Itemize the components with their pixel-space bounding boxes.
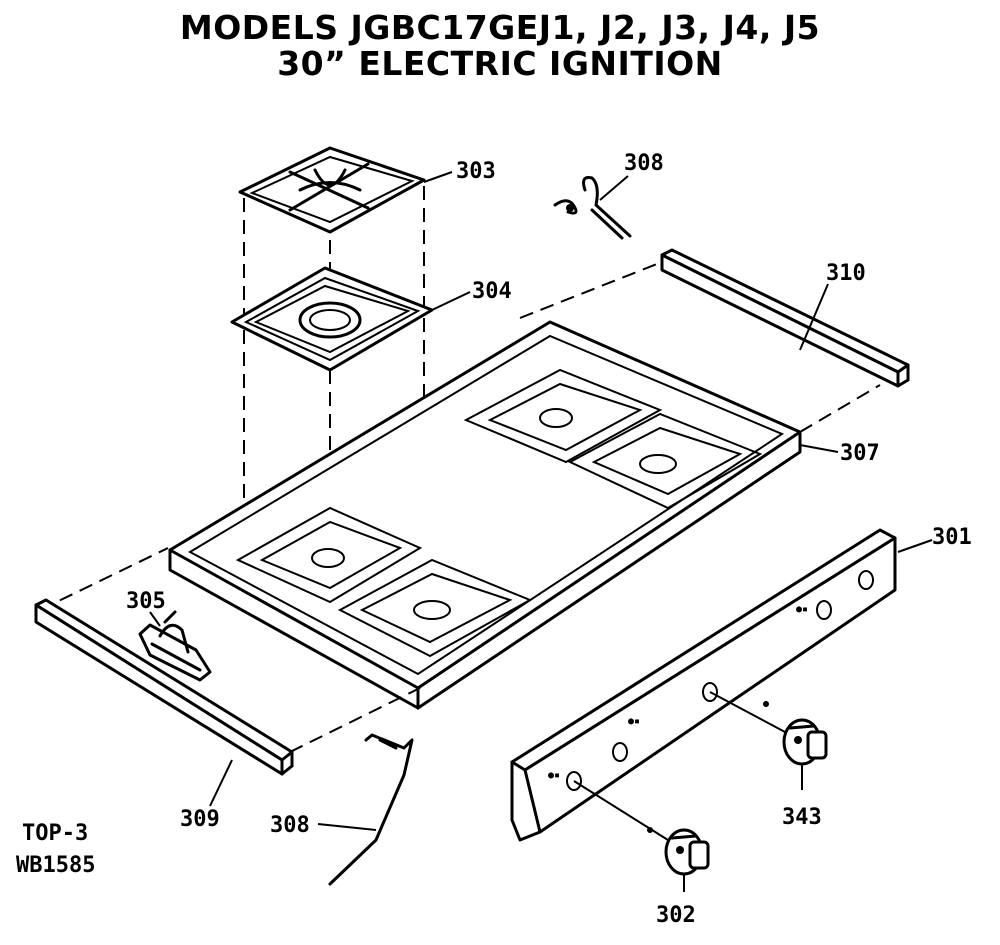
diagram-subtitle: 30” ELECTRIC IGNITION — [277, 44, 723, 83]
knob-302 — [664, 828, 710, 876]
electrode-308-bottom — [328, 733, 414, 886]
part-label-343: 343 — [782, 805, 822, 830]
part-label-308-top: 308 — [624, 151, 664, 176]
part-label-303: 303 — [456, 159, 496, 184]
knob-343 — [782, 718, 828, 766]
part-label-307: 307 — [840, 441, 880, 466]
svg-text:●▪: ●▪ — [628, 716, 640, 727]
leader-lines — [149, 171, 933, 892]
part-label-309: 309 — [180, 807, 220, 832]
catalog-code-line1: TOP-3 — [22, 821, 88, 846]
part-label-310: 310 — [826, 261, 866, 286]
svg-text:●▪: ●▪ — [796, 604, 808, 615]
diagram-title: MODELS JGBC17GEJ1, J2, J3, J4, J5 — [179, 8, 821, 47]
part-label-302: 302 — [656, 903, 696, 928]
part-label-301: 301 — [932, 525, 972, 550]
electrode-308-top — [553, 176, 632, 240]
control-panel-301: ●▪ ●▪ ●▪ — [510, 528, 897, 842]
rear-trim-310 — [660, 248, 910, 388]
grate-303 — [238, 146, 426, 234]
front-trim-309 — [34, 598, 294, 776]
svg-text:●▪: ●▪ — [548, 770, 560, 781]
catalog-code-line2: WB1585 — [16, 853, 95, 878]
cooktop-307 — [168, 320, 802, 710]
bracket-305 — [138, 610, 212, 682]
burner-bowl-304 — [230, 266, 434, 372]
part-label-305: 305 — [126, 589, 166, 614]
part-label-308-bottom: 308 — [270, 813, 310, 838]
part-label-304: 304 — [472, 279, 512, 304]
